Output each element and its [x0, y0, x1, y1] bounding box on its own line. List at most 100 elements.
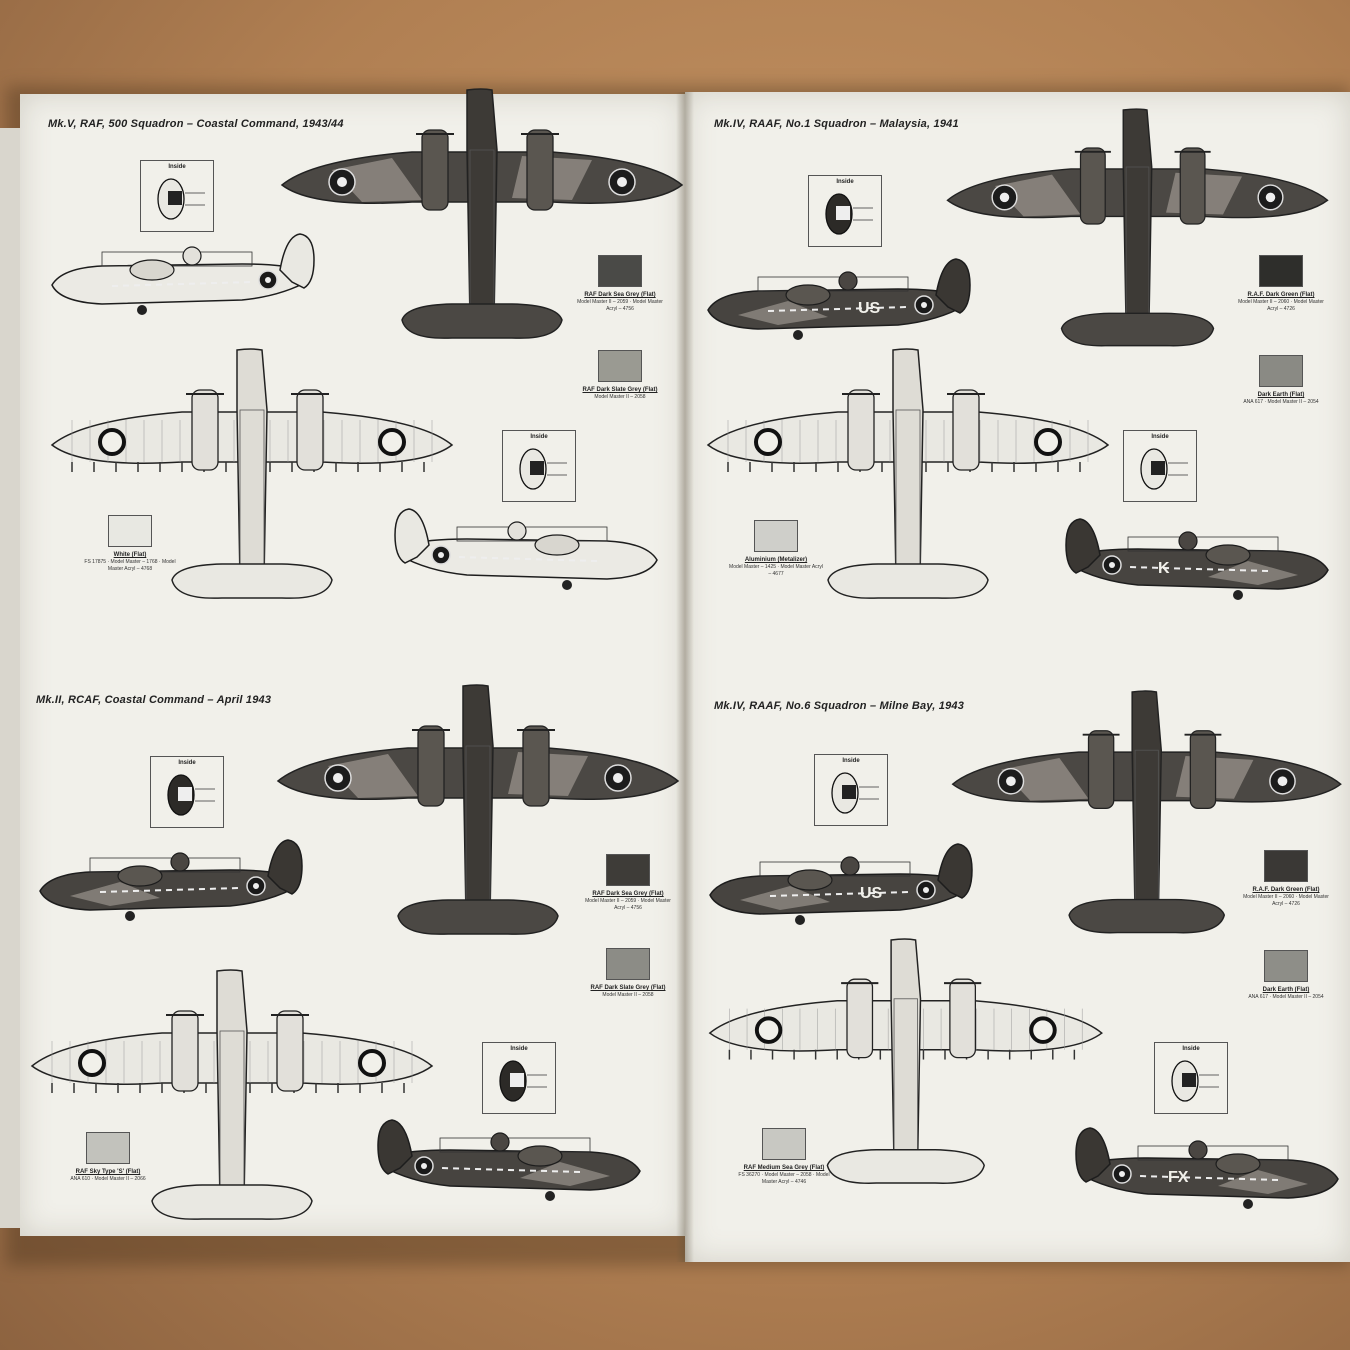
swatch-label: R.A.F. Dark Green (Flat): [1247, 292, 1315, 298]
inset-label: Inside: [168, 164, 186, 170]
color-swatch-1: RAF Dark Slate Grey (Flat)Model Master I…: [580, 948, 676, 999]
tail-fin-inset-drawing: [157, 178, 205, 220]
swatch-label: RAF Dark Slate Grey (Flat): [582, 387, 658, 393]
aircraft-side-view-right: [377, 1119, 641, 1201]
swatch-chip: [598, 350, 642, 382]
color-swatch-1: Dark Earth (Flat)ANA 617 · Model Master …: [1233, 355, 1329, 406]
swatch-paint-codes: Model Master II – 2059 · Model Master Ac…: [585, 898, 671, 911]
tail-fin-inset-drawing: [831, 772, 879, 814]
swatch-chip: [1259, 255, 1303, 287]
color-swatch-2: RAF Sky Type 'S' (Flat)ANA 610 · Model M…: [60, 1132, 156, 1183]
tail-fin-inset-drawing: [519, 448, 567, 490]
inset-detail-box: Inside: [482, 1042, 556, 1114]
swatch-paint-codes: Model Master II – 2060 · Model Master Ac…: [1243, 894, 1329, 907]
tail-fin-inset-drawing: [825, 193, 873, 235]
inset-label: Inside: [178, 760, 196, 766]
aircraft-top-view-upper: [276, 684, 680, 935]
camouflage-panel-rcaf: Mk.II, RCAF, Coastal Command – April 194…: [10, 676, 680, 1236]
swatch-paint-codes: Model Master II – 2058: [602, 992, 654, 998]
aircraft-side-view-right: FX: [1075, 1127, 1339, 1209]
color-swatch-1: RAF Dark Slate Grey (Flat)Model Master I…: [572, 350, 668, 401]
swatch-chip: [108, 515, 152, 547]
aircraft-side-view-left: [51, 233, 315, 315]
swatch-label: RAF Dark Sea Grey (Flat): [592, 891, 664, 897]
color-swatch-2: Aluminium (Metalizer)Model Master – 1425…: [728, 520, 824, 578]
aircraft-top-view-upper: [951, 690, 1342, 934]
swatch-chip: [754, 520, 798, 552]
inset-detail-box: Inside: [814, 754, 888, 826]
tail-fin-inset-drawing: [1140, 448, 1188, 490]
swatch-paint-codes: ANA 617 · Model Master II – 2054: [1248, 994, 1324, 1000]
inset-label: Inside: [836, 179, 854, 185]
inset-detail-box: Inside: [140, 160, 214, 232]
aircraft-side-view-right: K: [1065, 518, 1329, 600]
panel-title: Mk.V, RAF, 500 Squadron – Coastal Comman…: [48, 118, 344, 130]
swatch-chip: [606, 948, 650, 980]
color-swatch-0: R.A.F. Dark Green (Flat)Model Master II …: [1233, 255, 1329, 313]
camouflage-panel-500-squadron: Mk.V, RAF, 500 Squadron – Coastal Comman…: [22, 88, 684, 660]
aircraft-top-view-lower: [706, 348, 1110, 599]
inset-label: Inside: [842, 758, 860, 764]
inset-label: Inside: [530, 434, 548, 440]
aircraft-side-view-right: [394, 508, 658, 590]
aircraft-side-view-left: US: [707, 258, 971, 340]
swatch-chip: [598, 255, 642, 287]
camouflage-panel-raaf-no6: Mk.IV, RAAF, No.6 Squadron – Milne Bay, …: [688, 682, 1342, 1242]
aircraft-top-view-upper: [946, 108, 1329, 347]
color-swatch-0: RAF Dark Sea Grey (Flat)Model Master II …: [580, 854, 676, 912]
aircraft-side-view-left: [39, 839, 303, 921]
color-swatch-1: Dark Earth (Flat)ANA 617 · Model Master …: [1238, 950, 1334, 1001]
swatch-paint-codes: ANA 610 · Model Master II – 2066: [70, 1176, 146, 1182]
swatch-paint-codes: FS 36270 · Model Master – 2058 · Model M…: [738, 1172, 830, 1185]
swatch-chip: [1259, 355, 1303, 387]
aircraft-top-view-upper: [280, 88, 684, 339]
aircraft-side-view-left: US: [709, 843, 973, 925]
swatch-label: R.A.F. Dark Green (Flat): [1252, 887, 1320, 893]
swatch-paint-codes: Model Master – 1425 · Model Master Acryl…: [729, 564, 823, 577]
aircraft-top-view-lower: [50, 348, 454, 599]
booklet-spine: [676, 92, 694, 1262]
swatch-paint-codes: FS 17875 · Model Master – 1768 · Model M…: [84, 559, 176, 572]
inset-detail-box: Inside: [1154, 1042, 1228, 1114]
aircraft-top-view-lower: [708, 938, 1103, 1184]
tail-fin-inset-drawing: [1171, 1060, 1219, 1102]
swatch-label: RAF Medium Sea Grey (Flat): [743, 1165, 825, 1171]
swatch-paint-codes: Model Master II – 2060 · Model Master Ac…: [1238, 299, 1324, 312]
panel-title: Mk.IV, RAAF, No.1 Squadron – Malaysia, 1…: [714, 118, 959, 130]
inset-detail-box: Inside: [502, 430, 576, 502]
inset-detail-box: Inside: [150, 756, 224, 828]
inset-label: Inside: [510, 1046, 528, 1052]
inset-label: Inside: [1151, 434, 1169, 440]
swatch-chip: [86, 1132, 130, 1164]
swatch-chip: [606, 854, 650, 886]
aircraft-code: US: [860, 885, 883, 902]
swatch-label: White (Flat): [113, 552, 147, 558]
aircraft-top-view-lower: [30, 969, 434, 1220]
aircraft-code: FX: [1168, 1169, 1189, 1186]
swatch-label: Dark Earth (Flat): [1257, 392, 1305, 398]
panel-title: Mk.II, RCAF, Coastal Command – April 194…: [36, 694, 272, 706]
inset-label: Inside: [1182, 1046, 1200, 1052]
inset-detail-box: Inside: [808, 175, 882, 247]
swatch-paint-codes: Model Master II – 2058: [594, 394, 646, 400]
swatch-chip: [1264, 950, 1308, 982]
color-swatch-2: White (Flat)FS 17875 · Model Master – 17…: [82, 515, 178, 573]
swatch-label: Aluminium (Metalizer): [744, 557, 808, 563]
color-swatch-0: R.A.F. Dark Green (Flat)Model Master II …: [1238, 850, 1334, 908]
color-swatch-0: RAF Dark Sea Grey (Flat)Model Master II …: [572, 255, 668, 313]
swatch-label: RAF Dark Slate Grey (Flat): [590, 985, 666, 991]
camouflage-panel-raaf-no1: Mk.IV, RAAF, No.1 Squadron – Malaysia, 1…: [688, 100, 1329, 660]
swatch-paint-codes: ANA 617 · Model Master II – 2054: [1243, 399, 1319, 405]
inset-detail-box: Inside: [1123, 430, 1197, 502]
swatch-chip: [762, 1128, 806, 1160]
swatch-label: RAF Dark Sea Grey (Flat): [584, 292, 656, 298]
aircraft-code: K: [1158, 560, 1170, 577]
color-swatch-2: RAF Medium Sea Grey (Flat)FS 36270 · Mod…: [736, 1128, 832, 1186]
tail-fin-inset-drawing: [499, 1060, 547, 1102]
panel-title: Mk.IV, RAAF, No.6 Squadron – Milne Bay, …: [714, 700, 965, 712]
aircraft-code: US: [858, 300, 881, 317]
swatch-label: RAF Sky Type 'S' (Flat): [75, 1169, 141, 1175]
tail-fin-inset-drawing: [167, 774, 215, 816]
swatch-label: Dark Earth (Flat): [1262, 987, 1310, 993]
swatch-chip: [1264, 850, 1308, 882]
